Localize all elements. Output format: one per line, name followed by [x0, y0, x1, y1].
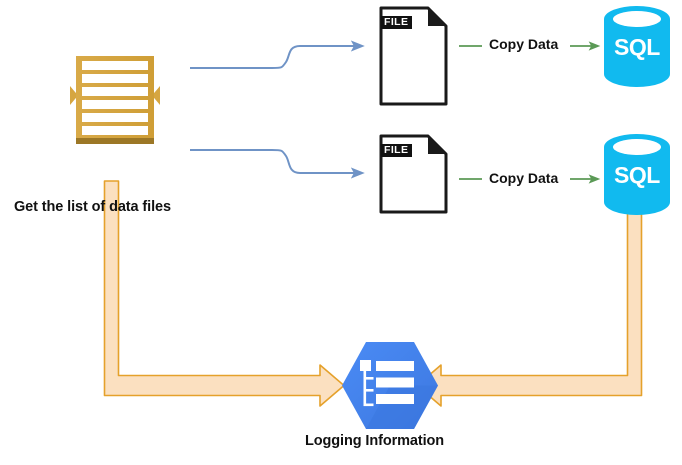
file-badge-2: FILE — [381, 144, 413, 157]
sql-database-icon-1 — [604, 6, 670, 87]
copy-data-label-2: Copy Data — [489, 170, 559, 186]
orange-arrow-sql-to-logging — [416, 211, 643, 407]
copy-data-label-1: Copy Data — [489, 36, 559, 52]
file-badge-1: FILE — [381, 16, 413, 29]
sql-database-icon-2 — [604, 134, 670, 215]
sql-database-label-1: SQL — [614, 34, 660, 60]
logging-label: Logging Information — [305, 433, 445, 449]
orange-arrow-metadata-to-logging — [103, 180, 345, 407]
sql-database-label-2: SQL — [614, 162, 660, 188]
metadata-list-icon — [70, 56, 160, 144]
connector-metadata-to-file-1 — [190, 40, 365, 69]
file-icon-1 — [379, 6, 448, 106]
metadata-list-label: Get the list of data files — [14, 199, 171, 215]
logging-hexagon-icon — [342, 342, 438, 429]
connector-metadata-to-file-2 — [190, 149, 365, 179]
